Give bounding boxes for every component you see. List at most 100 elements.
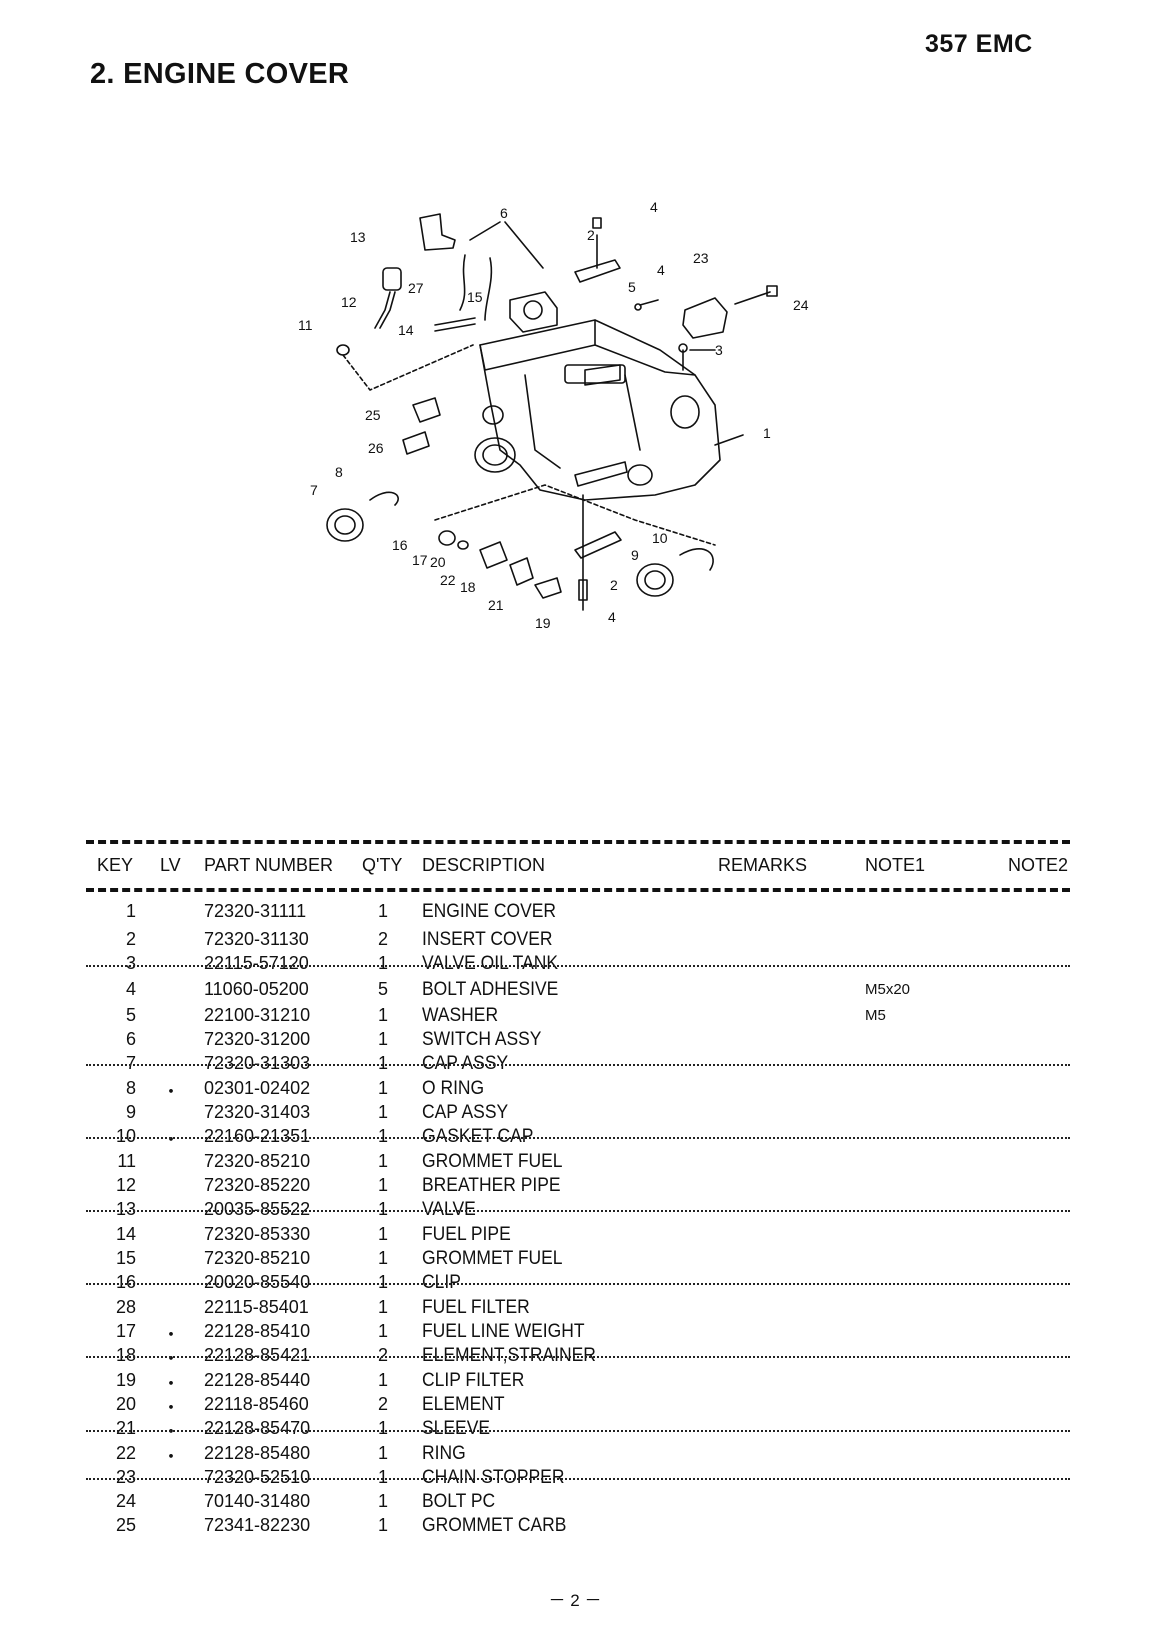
cell-lv: ・ xyxy=(162,1398,180,1418)
model-code: 357 EMC xyxy=(925,30,1033,58)
callout-24: 24 xyxy=(793,297,809,313)
callout-17: 17 xyxy=(412,552,428,568)
callout-8: 8 xyxy=(335,464,343,480)
callout-27: 27 xyxy=(408,280,424,296)
cell-qty: 1 xyxy=(377,953,388,973)
cell-key: 23 xyxy=(115,1467,136,1487)
callout-10: 10 xyxy=(652,530,668,546)
cell-part: 22118-85460 xyxy=(204,1394,309,1414)
callout-5: 5 xyxy=(628,279,636,295)
cell-qty: 1 xyxy=(377,1418,388,1438)
cell-key: 18 xyxy=(115,1345,136,1365)
cell-qty: 2 xyxy=(377,929,388,949)
cell-part: 22128-85470 xyxy=(204,1418,311,1438)
cell-desc: GROMMET CARB xyxy=(422,1515,567,1536)
cell-part: 22128-85440 xyxy=(204,1370,311,1390)
header-lv: LV xyxy=(160,855,181,875)
table-row: 22 ・ 22128-85480 1 RING xyxy=(0,1443,1150,1467)
cell-key: 28 xyxy=(115,1297,136,1317)
cell-part: 72320-85210 xyxy=(204,1151,311,1171)
cell-desc: SLEEVE xyxy=(422,1418,491,1439)
cell-qty: 1 xyxy=(377,1151,388,1171)
cell-qty: 1 xyxy=(377,1102,388,1122)
cell-qty: 2 xyxy=(377,1345,388,1365)
callout-22: 22 xyxy=(440,572,456,588)
callout-2: 2 xyxy=(587,227,595,243)
cell-qty: 1 xyxy=(377,901,388,921)
page-number: － 2 － xyxy=(548,1591,602,1610)
cell-part: 22128-85480 xyxy=(204,1443,311,1463)
callout-14: 14 xyxy=(398,322,414,338)
cell-part: 72341-82230 xyxy=(204,1515,311,1535)
cell-desc: SWITCH ASSY xyxy=(422,1029,542,1050)
cell-qty: 2 xyxy=(377,1394,388,1414)
cell-key: 6 xyxy=(125,1029,136,1049)
row-group-separator xyxy=(86,1430,1070,1432)
callout-16: 16 xyxy=(392,537,408,553)
row-group-separator xyxy=(86,1356,1070,1358)
cell-qty: 1 xyxy=(377,1199,388,1219)
callout-11: 11 xyxy=(298,317,313,333)
table-top-rule xyxy=(86,840,1070,844)
cell-desc: BOLT PC xyxy=(422,1491,496,1512)
callout-4: 4 xyxy=(650,200,658,215)
cell-lv: ・ xyxy=(162,1082,180,1102)
callout-4b: 4 xyxy=(657,262,665,278)
callout-13: 13 xyxy=(350,229,366,245)
cell-desc: FUEL LINE WEIGHT xyxy=(422,1321,585,1342)
cell-key: 20 xyxy=(115,1394,136,1414)
cell-part: 22115-57120 xyxy=(204,953,309,973)
row-group-separator xyxy=(86,1210,1070,1212)
section-title: 2. ENGINE COVER xyxy=(90,58,350,90)
cell-key: 22 xyxy=(115,1443,136,1463)
cell-part: 72320-85210 xyxy=(204,1248,311,1268)
cell-desc: GROMMET FUEL xyxy=(422,1248,563,1269)
cell-key: 15 xyxy=(115,1248,136,1268)
header-part-number: PART NUMBER xyxy=(204,855,334,875)
callout-26: 26 xyxy=(368,440,384,456)
cell-desc: ELEMENT,STRAINER xyxy=(422,1345,596,1366)
cell-desc: RING xyxy=(422,1443,466,1464)
cell-qty: 1 xyxy=(377,1005,388,1025)
cell-lv: ・ xyxy=(162,1447,180,1467)
cell-qty: 1 xyxy=(377,1272,388,1292)
cell-desc: WASHER xyxy=(422,1005,499,1026)
callout-21: 21 xyxy=(488,597,504,613)
cell-qty: 1 xyxy=(377,1321,388,1341)
cell-desc: BOLT ADHESIVE xyxy=(422,979,559,1000)
cell-desc: INSERT COVER xyxy=(422,929,553,950)
row-group-separator xyxy=(86,965,1070,967)
callout-4c: 4 xyxy=(608,609,616,625)
row-group-separator xyxy=(86,1064,1070,1066)
cell-part: 22128-85421 xyxy=(204,1345,311,1365)
header-note1: NOTE1 xyxy=(865,855,926,875)
cell-qty: 1 xyxy=(377,1443,388,1463)
cell-qty: 1 xyxy=(377,1297,388,1317)
cell-desc: GASKET CAP xyxy=(422,1126,534,1147)
cell-key: 3 xyxy=(125,953,136,973)
cell-desc: BREATHER PIPE xyxy=(422,1175,561,1196)
cell-qty: 1 xyxy=(377,1175,388,1195)
cell-desc: O RING xyxy=(422,1078,485,1099)
cell-part: 20035-85522 xyxy=(204,1199,311,1219)
cell-part: 72320-31303 xyxy=(204,1053,311,1073)
chain-stopper-part xyxy=(682,297,728,339)
header-qty: Q'TY xyxy=(362,855,403,875)
cell-part: 72320-85330 xyxy=(204,1224,311,1244)
callout-18: 18 xyxy=(460,579,476,595)
cell-part: 22128-85410 xyxy=(204,1321,311,1341)
callout-6: 6 xyxy=(500,205,508,221)
